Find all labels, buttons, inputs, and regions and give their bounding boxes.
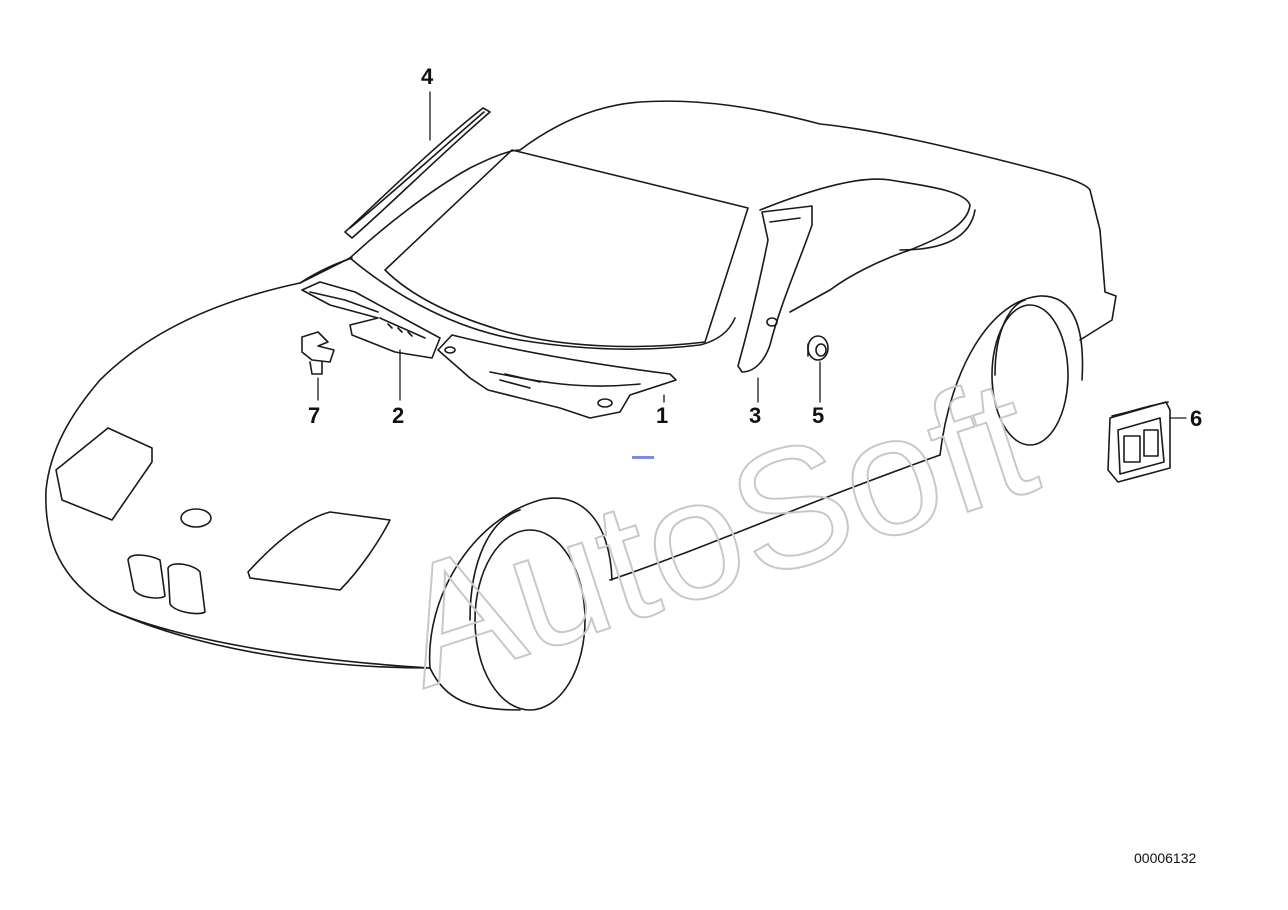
svg-text:AutoSoft: AutoSoft	[376, 342, 1055, 724]
rear-wheel	[991, 299, 1069, 446]
callout-6: 6	[1190, 406, 1203, 431]
callout-5: 5	[812, 403, 825, 428]
leader-lines	[317, 91, 1187, 419]
callout-3: 3	[749, 403, 762, 428]
watermark: AutoSoft	[375, 341, 1056, 725]
clip-part-7	[301, 331, 335, 375]
callout-1: 1	[656, 403, 669, 428]
document-number: 00006132	[1134, 850, 1197, 866]
clip-part-5	[807, 335, 829, 361]
front-wheel	[469, 509, 586, 711]
right-cowl-cover	[437, 334, 677, 419]
cover-part-6	[1107, 401, 1171, 483]
accent-mark	[632, 456, 654, 459]
a-pillar-trim	[737, 205, 813, 373]
roof-moulding-strip	[344, 107, 491, 239]
callout-2: 2	[392, 403, 405, 428]
callout-4: 4	[421, 64, 434, 89]
callout-7: 7	[308, 403, 321, 428]
car-body-outline	[45, 100, 1117, 711]
left-cowl-cover	[301, 281, 441, 359]
